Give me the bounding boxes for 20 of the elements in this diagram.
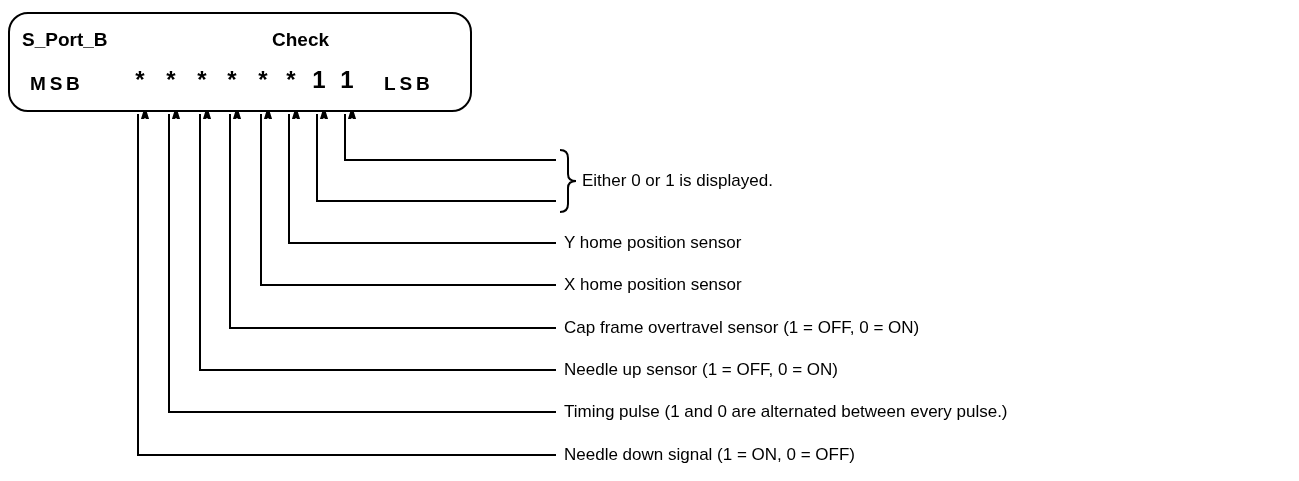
- display-character: *: [166, 66, 176, 94]
- display-character: *: [197, 66, 207, 94]
- display-character: 1: [312, 66, 326, 94]
- signal-description: Y home position sensor: [564, 232, 742, 254]
- display-panel: [8, 12, 472, 112]
- signal-description: Cap frame overtravel sensor (1 = OFF, 0 = ON): [564, 317, 920, 339]
- display-text: LSB: [384, 72, 434, 96]
- display-character: *: [258, 66, 268, 94]
- display-text: S_Port_B: [22, 28, 108, 52]
- display-character: *: [135, 66, 145, 94]
- display-character: *: [227, 66, 237, 94]
- display-text: MSB: [30, 72, 84, 96]
- signal-description: Needle up sensor (1 = OFF, 0 = ON): [564, 359, 838, 381]
- note-text: Either 0 or 1 is displayed.: [582, 170, 773, 192]
- signal-description: Timing pulse (1 and 0 are alternated between every pulse.): [564, 401, 1008, 423]
- display-character: *: [286, 66, 296, 94]
- signal-description: X home position sensor: [564, 274, 742, 296]
- signal-description: Needle down signal (1 = ON, 0 = OFF): [564, 444, 856, 466]
- display-character: 1: [340, 66, 354, 94]
- display-text: Check: [272, 28, 330, 52]
